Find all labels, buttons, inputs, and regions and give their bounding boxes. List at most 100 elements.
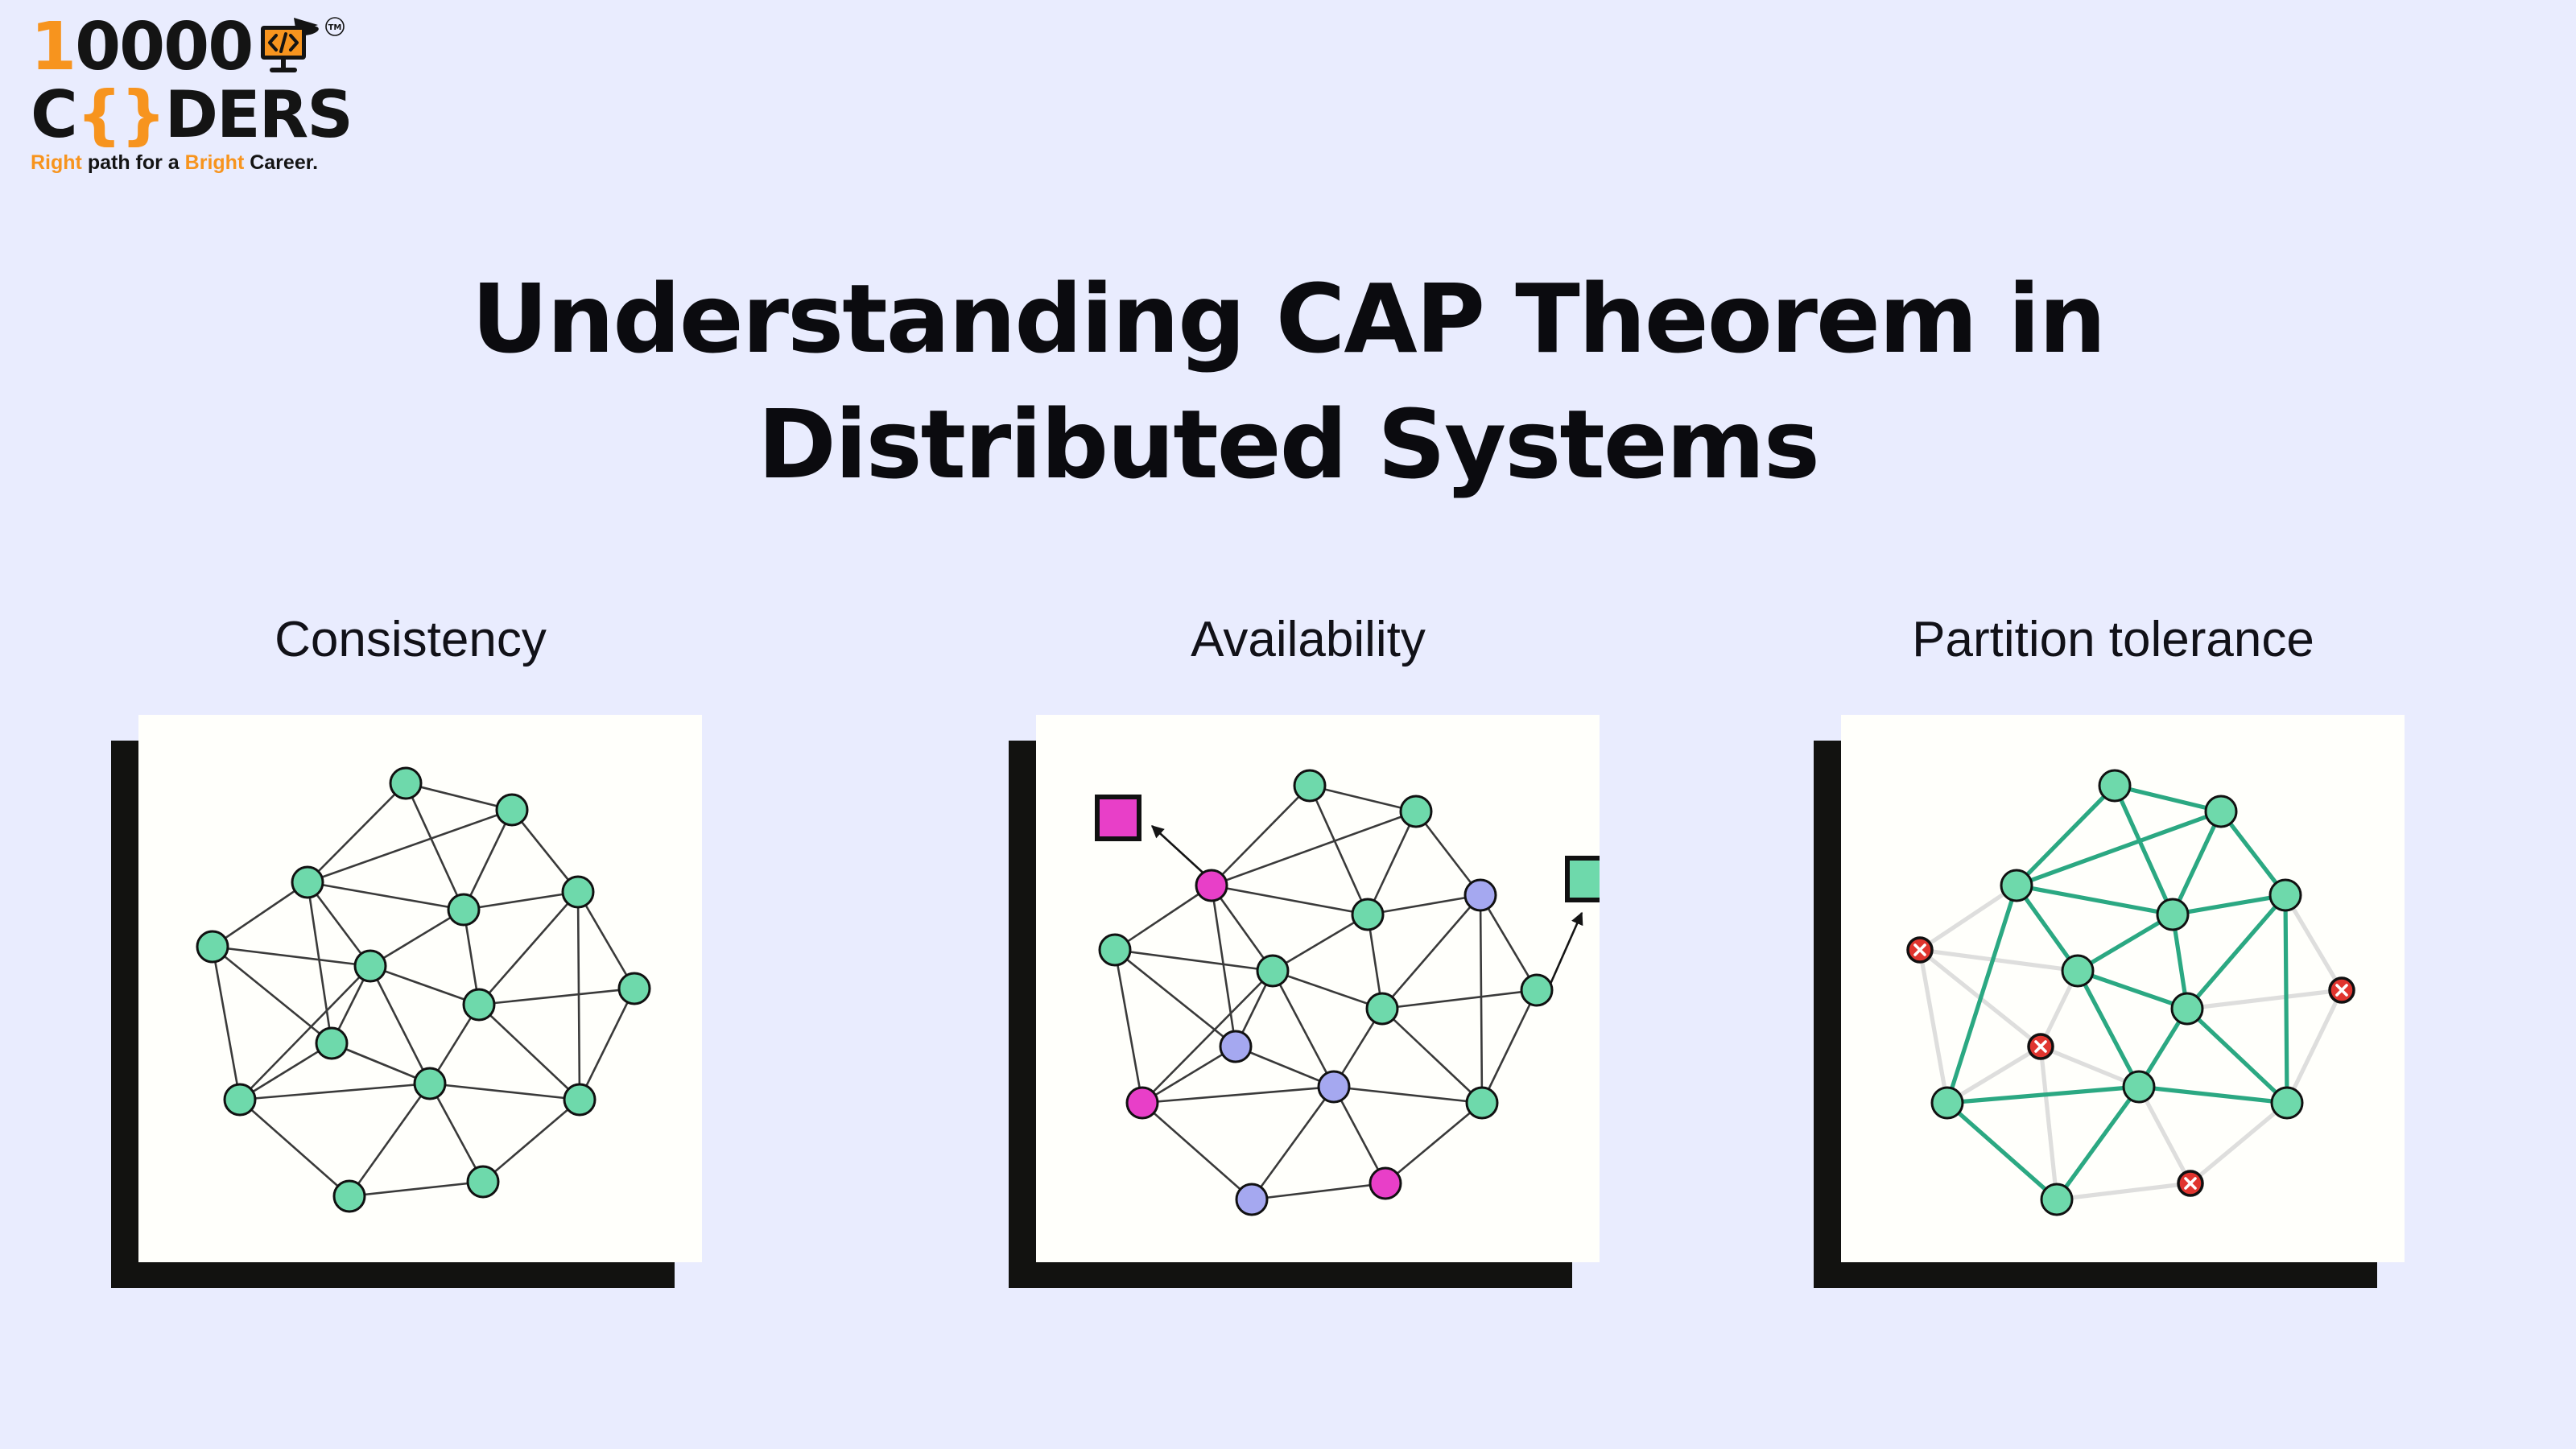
graph-node[interactable] <box>2000 869 2033 902</box>
graph-node[interactable] <box>2268 878 2302 912</box>
graph-node[interactable] <box>2098 769 2132 803</box>
logo-digit-one: 1 <box>31 9 76 85</box>
graph-edge <box>1141 1101 1253 1201</box>
graph-node-failed[interactable] <box>2027 1033 2054 1060</box>
graph-edge-broken <box>2054 1181 2193 1202</box>
page-title: Understanding CAP Theorem in Distributed… <box>0 271 2576 492</box>
graph-node[interactable] <box>495 793 529 827</box>
graph-edge <box>578 987 636 1101</box>
x-mark-icon <box>2034 1040 2047 1053</box>
graph-node[interactable] <box>291 865 324 899</box>
graph-node[interactable] <box>1930 1086 1964 1120</box>
logo-digits-rest: 0000 <box>75 9 254 85</box>
graph-node[interactable] <box>1125 1086 1159 1120</box>
graph-node[interactable] <box>447 893 481 927</box>
graph-node[interactable] <box>1399 795 1433 828</box>
graph-node[interactable] <box>353 949 387 983</box>
graph-edge <box>428 1082 581 1101</box>
graph-edge <box>369 908 465 968</box>
card-face-availability <box>1036 715 1600 1262</box>
graph-edge <box>1945 1100 2059 1202</box>
graph-edge <box>1381 894 1482 1010</box>
graph-node[interactable] <box>1463 878 1497 912</box>
graph-edge <box>1381 989 1538 1010</box>
graph-edge <box>2014 809 2223 888</box>
graph-node[interactable] <box>1351 898 1385 931</box>
graph-node[interactable] <box>315 1026 349 1060</box>
partition-tolerance-network-graph <box>1906 769 2355 1216</box>
logo-wordmark-number: 10000 <box>31 14 254 80</box>
graph-edge <box>1271 969 1335 1088</box>
graph-node[interactable] <box>1293 769 1327 803</box>
graph-edge <box>238 1042 333 1101</box>
panel-partition-tolerance: Partition tolerance <box>1807 612 2419 1336</box>
graph-edge <box>1113 948 1274 972</box>
graph-node[interactable] <box>462 988 496 1022</box>
graph-node[interactable] <box>1520 973 1554 1007</box>
tagline-right: Right <box>31 151 82 174</box>
graph-node-failed[interactable] <box>1906 936 1934 964</box>
svg-text:TM: TM <box>328 23 342 32</box>
graph-node[interactable] <box>2204 795 2238 828</box>
graph-edge <box>1210 810 1418 887</box>
graph-edge-broken <box>2188 1100 2289 1186</box>
graph-node[interactable] <box>617 972 651 1005</box>
graph-node-failed[interactable] <box>2328 976 2355 1004</box>
graph-node[interactable] <box>196 930 229 964</box>
graph-node[interactable] <box>1368 1166 1402 1200</box>
graph-edge <box>1141 1045 1237 1104</box>
graph-edge <box>2170 809 2223 917</box>
graph-edge <box>2185 893 2288 1011</box>
graph-node[interactable] <box>2061 954 2095 988</box>
graph-node[interactable] <box>466 1165 500 1199</box>
graph-edge <box>238 1082 431 1101</box>
graph-node[interactable] <box>413 1067 447 1100</box>
graph-edge <box>2054 1084 2141 1202</box>
logo-tagline: Right path for a Bright Career. <box>31 151 320 175</box>
graph-node[interactable] <box>332 1179 366 1213</box>
graph-node[interactable] <box>2270 1086 2304 1120</box>
graph-node[interactable] <box>1317 1070 1351 1104</box>
graph-edge <box>481 1098 581 1183</box>
graph-node[interactable] <box>1365 992 1399 1026</box>
graph-node[interactable] <box>2156 898 2190 931</box>
graph-node[interactable] <box>389 766 423 800</box>
graph-edge <box>2185 1006 2289 1105</box>
graph-node[interactable] <box>561 875 595 909</box>
graph-edge <box>1113 884 1213 952</box>
graph-edge <box>1113 948 1144 1104</box>
graph-node[interactable] <box>1098 933 1132 967</box>
availability-network-graph <box>1095 769 1600 1216</box>
magenta-request-square[interactable] <box>1095 795 1141 841</box>
graph-edge <box>330 1042 431 1085</box>
graph-edge <box>348 1180 485 1198</box>
graph-edge <box>2112 783 2175 917</box>
graph-node[interactable] <box>2122 1070 2156 1104</box>
graph-node-failed[interactable] <box>2177 1170 2204 1197</box>
page-title-line-2: Distributed Systems <box>758 389 1820 501</box>
green-response-square[interactable] <box>1565 856 1600 902</box>
graph-node[interactable] <box>1219 1030 1253 1063</box>
graph-edge <box>1141 1085 1335 1104</box>
graph-edge-broken <box>1945 1044 2043 1105</box>
panel-availability: Availability <box>1002 612 1614 1336</box>
graph-node[interactable] <box>2040 1183 2074 1216</box>
graph-node[interactable] <box>1195 869 1228 902</box>
logo-ders: DERS <box>164 77 353 152</box>
graph-edge <box>1479 894 1484 1104</box>
graph-edge-broken <box>2283 893 2344 993</box>
graph-node[interactable] <box>2170 992 2204 1026</box>
graph-edge <box>1366 894 1482 916</box>
graph-node[interactable] <box>1235 1183 1269 1216</box>
graph-edge <box>1141 969 1274 1104</box>
graph-node[interactable] <box>1465 1086 1499 1120</box>
graph-edge <box>306 881 372 968</box>
brand-logo[interactable]: 10000 TM C{}DERS Right path for a Bright… <box>31 14 353 175</box>
graph-node[interactable] <box>223 1083 257 1117</box>
graph-edge <box>211 881 309 948</box>
graph-node[interactable] <box>563 1083 597 1117</box>
graph-edge <box>1479 894 1538 992</box>
graph-node[interactable] <box>1256 954 1290 988</box>
card-face-consistency <box>138 715 702 1262</box>
